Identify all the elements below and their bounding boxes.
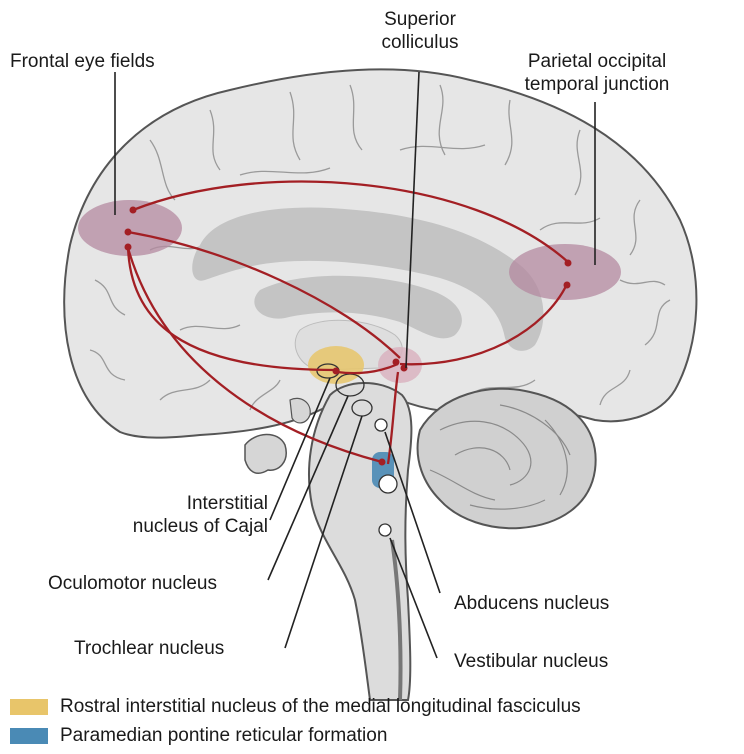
label-interstitial-line1: Interstitial	[60, 492, 268, 515]
label-oculomotor-nucleus: Oculomotor nucleus	[48, 572, 217, 595]
pituitary	[245, 434, 286, 473]
legend-swatch-pprf	[10, 728, 48, 744]
label-superior-colliculus-line1: Superior	[360, 8, 480, 31]
label-abducens-nucleus: Abducens nucleus	[454, 592, 609, 615]
label-vestibular-nucleus: Vestibular nucleus	[454, 650, 608, 673]
vestibular-nucleus-shape-1	[379, 475, 397, 493]
label-interstitial-nucleus: Interstitial nucleus of Cajal	[60, 492, 268, 538]
label-frontal-eye-fields: Frontal eye fields	[10, 50, 155, 73]
legend-swatch-rimlf	[10, 699, 48, 715]
brainstem	[309, 383, 411, 700]
label-pot-junction-line2: temporal junction	[492, 73, 702, 96]
label-interstitial-line2: nucleus of Cajal	[60, 515, 268, 538]
label-superior-colliculus: Superior colliculus	[360, 8, 480, 54]
vestibular-nucleus-shape-2	[379, 524, 391, 536]
rimlf-region	[308, 346, 364, 384]
label-trochlear-nucleus: Trochlear nucleus	[74, 637, 224, 660]
label-pot-junction-line1: Parietal occipital	[492, 50, 702, 73]
legend-item-rimlf: Rostral interstitial nucleus of the medi…	[10, 695, 581, 719]
legend-label-pprf: Paramedian pontine reticular formation	[60, 725, 387, 747]
legend-label-rimlf: Rostral interstitial nucleus of the medi…	[60, 696, 581, 718]
cerebellum	[418, 389, 596, 529]
label-pot-junction: Parietal occipital temporal junction	[492, 50, 702, 96]
legend-item-pprf: Paramedian pontine reticular formation	[10, 724, 387, 748]
label-superior-colliculus-line2: colliculus	[360, 31, 480, 54]
abducens-nucleus-shape	[375, 419, 387, 431]
pot-junction-area	[509, 244, 621, 300]
